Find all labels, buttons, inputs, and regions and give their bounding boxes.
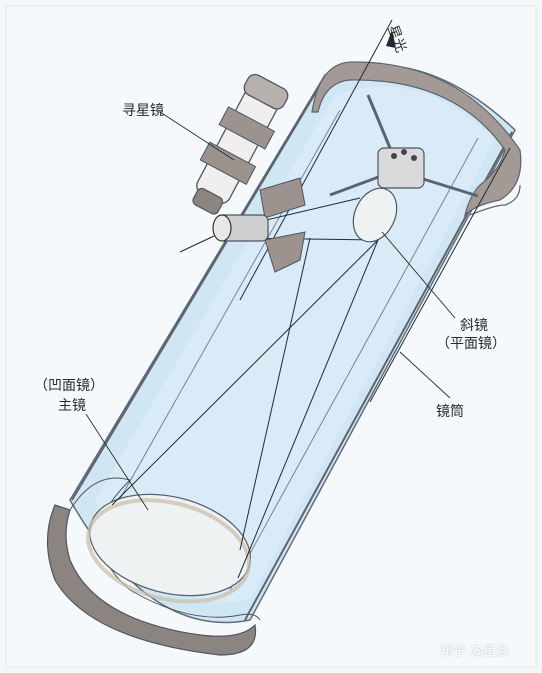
primary-mirror-edge — [86, 498, 251, 604]
label-diagonal: 斜镜 — [460, 318, 488, 334]
top-rim-edge — [469, 184, 521, 216]
spider-vane-right — [419, 176, 479, 198]
tube-wall-left — [71, 76, 326, 501]
reflected-ray-2 — [237, 239, 379, 579]
holder-screw-3 — [411, 155, 417, 161]
finder-scope — [192, 73, 289, 215]
starlight-ray-2 — [369, 147, 511, 403]
starlight-ray-1 — [239, 19, 393, 301]
tube-wall-left-inner — [107, 109, 341, 521]
label-primary-type: （凹面镜） — [34, 378, 104, 394]
eyepiece-pointer — [179, 235, 215, 253]
finder-front-cap — [243, 73, 289, 110]
finder-ring-1 — [199, 141, 257, 185]
label-finder: 寻星镜 — [122, 103, 164, 119]
eyepiece-lens — [212, 214, 232, 242]
holder-screw-2 — [401, 149, 407, 155]
bottom-rim — [46, 504, 257, 656]
starlight-arrow-1 — [386, 30, 396, 48]
holder-screw-1 — [391, 153, 397, 159]
finder-eyepiece — [192, 187, 224, 215]
diagonal-mirror — [352, 187, 398, 243]
finder-ring-2 — [218, 106, 276, 150]
focus-ray-3 — [239, 237, 311, 551]
leader-diagonal — [381, 231, 456, 319]
leader-finder — [159, 111, 235, 161]
tube-wall-right-inner — [229, 137, 479, 591]
top-rim — [311, 61, 522, 217]
label-diagonal-type: （平面镜） — [436, 336, 506, 352]
focuser-bracket-bottom — [264, 231, 306, 273]
label-primary: 主镜 — [58, 398, 86, 414]
label-tube: 镜筒 — [436, 404, 464, 420]
diagonal-holder — [377, 147, 425, 189]
focuser-bracket-top — [259, 177, 306, 219]
leader-tube — [399, 351, 451, 399]
watermark: 知乎 @星念 — [440, 644, 510, 659]
reflected-ray-1 — [111, 239, 379, 506]
leader-primary — [85, 413, 149, 511]
